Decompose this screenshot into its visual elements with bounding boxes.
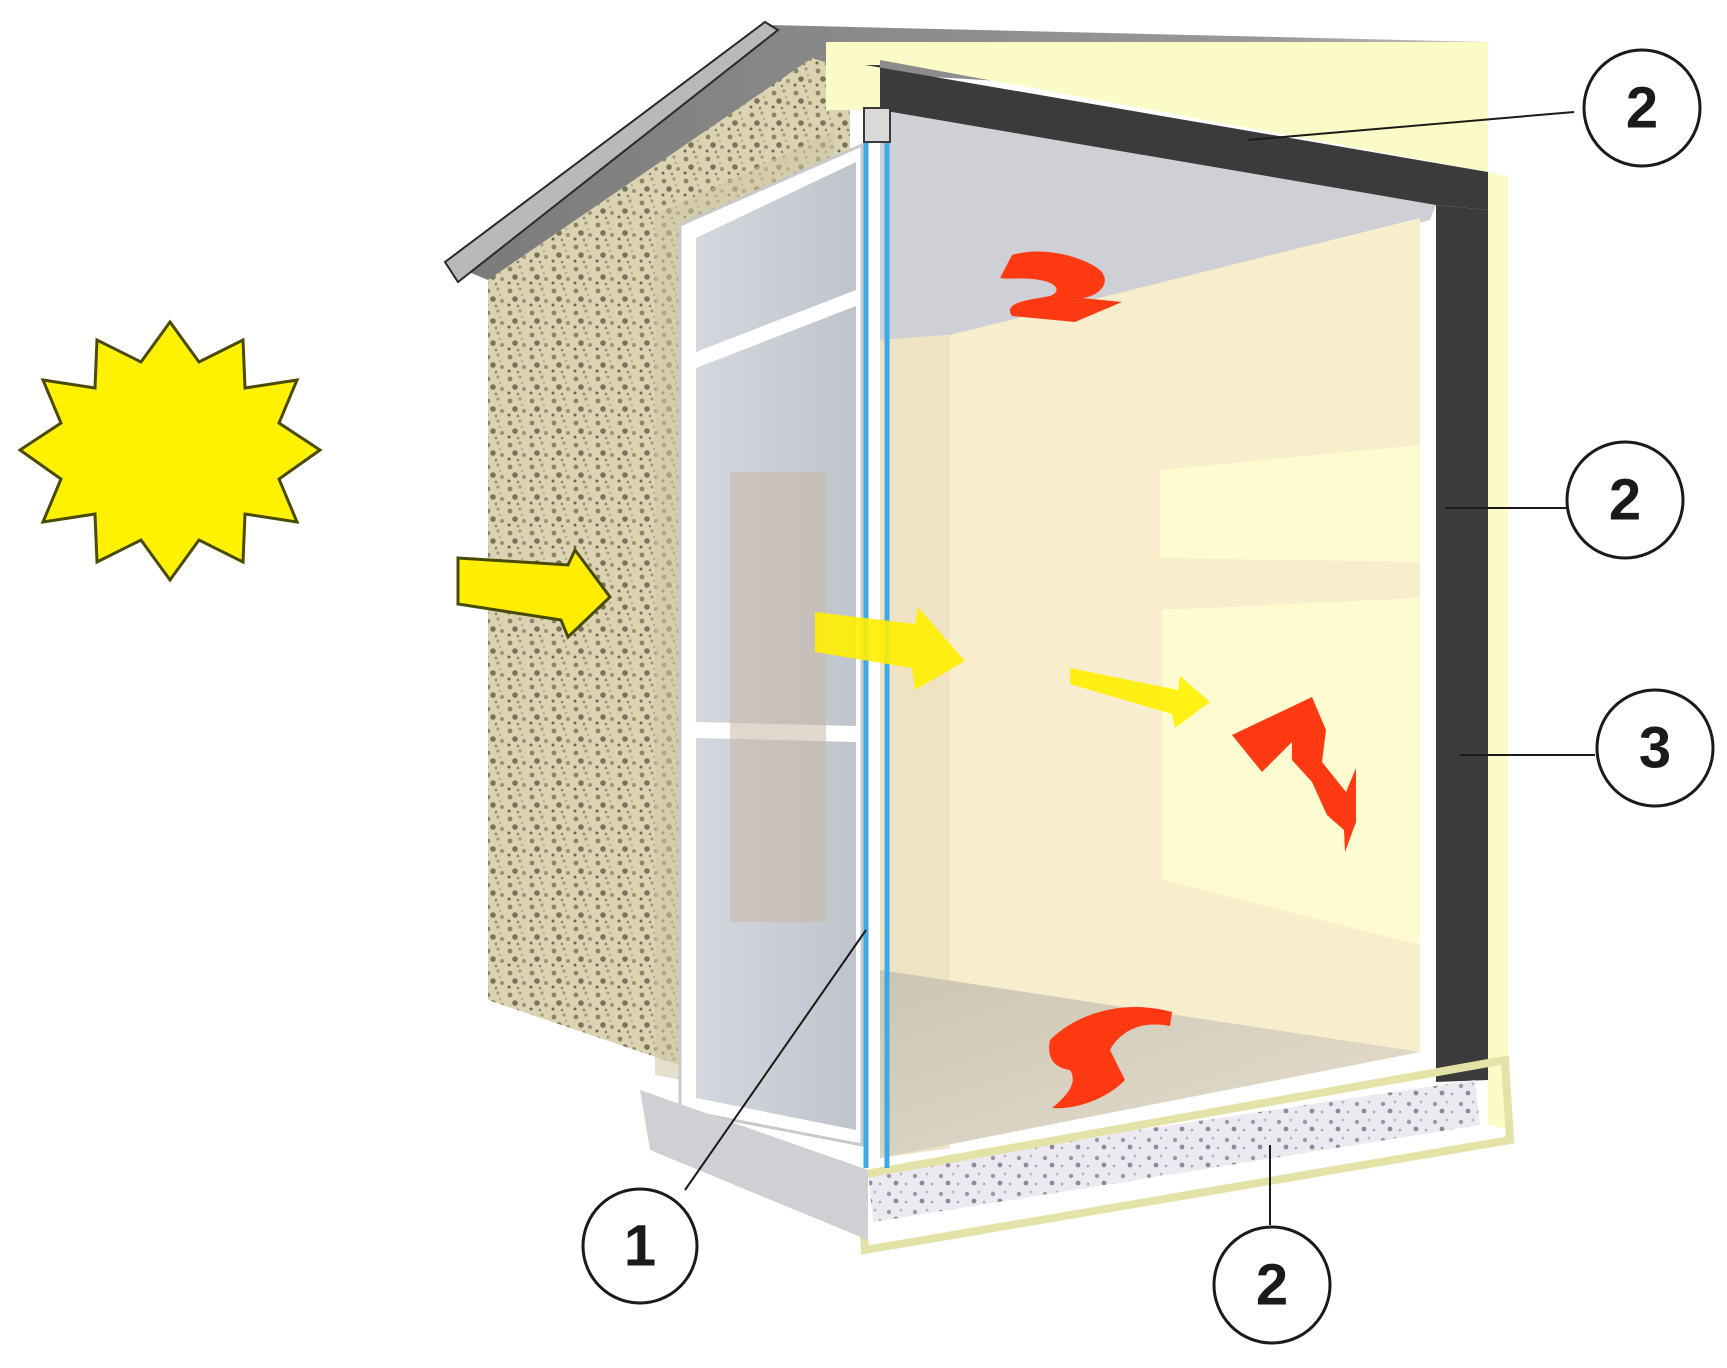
ceiling-surface <box>880 110 1436 340</box>
leader-1 <box>684 929 867 1191</box>
heat-arrow-wall <box>1232 697 1356 852</box>
callout-2-floor: 2 <box>1212 1225 1332 1345</box>
floor-surface <box>880 970 1420 1158</box>
callout-3-number: 3 <box>1639 716 1671 781</box>
solar-arrow-outside <box>456 547 612 640</box>
exterior-floor-step <box>640 1090 868 1240</box>
leader-2-top <box>1247 111 1575 141</box>
callout-2-wall-number: 2 <box>1609 468 1641 533</box>
solar-arrow-to-wall <box>1070 668 1210 728</box>
ceiling-insulation-band <box>826 42 1488 172</box>
roof-fascia <box>443 20 780 284</box>
thermal-mass-ceiling-layer <box>865 65 1488 210</box>
callout-2-ceiling: 2 <box>1582 48 1702 168</box>
heat-arrow-floor <box>1049 1007 1172 1109</box>
callout-1: 1 <box>581 1187 699 1305</box>
solar-arrow-through-glass <box>815 607 965 690</box>
interior-doorway-glimpse <box>730 472 826 922</box>
callout-1-number: 1 <box>624 1214 656 1279</box>
glazing-cap <box>863 107 891 143</box>
heat-arrow-ceiling <box>1000 251 1122 322</box>
floor-slab <box>868 1080 1480 1222</box>
sunlit-patch-upper <box>1160 445 1420 562</box>
window-transom-bar <box>696 290 856 368</box>
thermal-mass-wall <box>1436 205 1488 1082</box>
left-interior-wall <box>880 335 950 1158</box>
wall-insulation-strip <box>1488 172 1508 1130</box>
callout-2-ceiling-number: 2 <box>1626 76 1658 141</box>
callout-2-floor-number: 2 <box>1256 1253 1288 1318</box>
sunlit-patch-lower <box>1162 598 1420 945</box>
callout-3: 3 <box>1595 688 1715 808</box>
callout-2-wall: 2 <box>1565 440 1685 560</box>
sun-icon <box>17 319 323 583</box>
